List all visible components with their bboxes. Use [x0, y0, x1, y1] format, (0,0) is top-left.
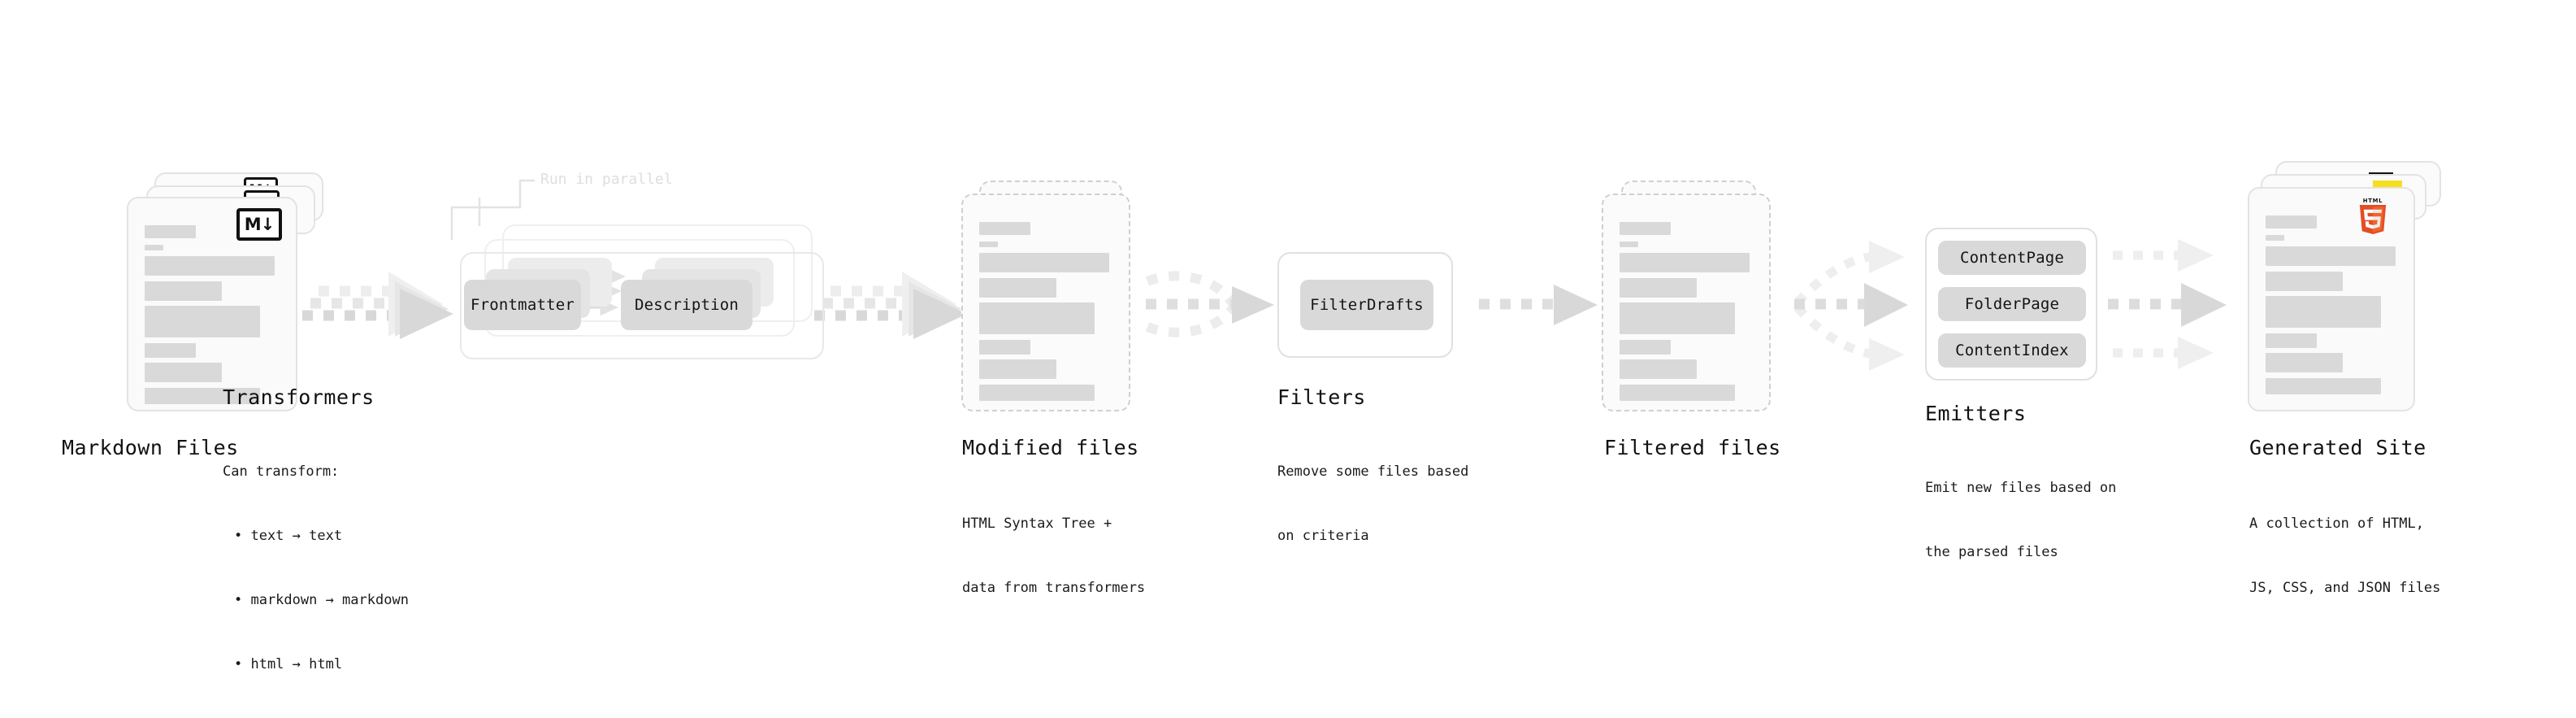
- subtitle-line: A collection of HTML,: [2249, 515, 2424, 532]
- chip-folderpage[interactable]: FolderPage: [1938, 287, 2086, 321]
- flow-filters-to-filtered: [1479, 285, 1598, 325]
- subtitle-line: JS, CSS, and JSON files: [2249, 579, 2441, 596]
- doc-line: [2266, 333, 2317, 348]
- doc-line: [1620, 385, 1735, 401]
- flow-filtered-to-emitters: [1793, 241, 1908, 371]
- chip-contentindex[interactable]: ContentIndex: [1938, 333, 2086, 368]
- doc-line: [979, 253, 1109, 272]
- filtered-file-card-front: [1602, 194, 1771, 411]
- stage-title-filtered-files: Filtered files: [1604, 436, 1781, 459]
- doc-line: [2266, 353, 2343, 372]
- doc-line: [1620, 278, 1697, 298]
- doc-line: [1620, 222, 1671, 235]
- doc-line: [145, 388, 260, 404]
- stage-subtitle-modified-files: HTML Syntax Tree + data from transformer…: [962, 470, 1145, 642]
- stage-title-generated-site: Generated Site: [2249, 436, 2426, 459]
- doc-line: [979, 278, 1056, 298]
- html5-icon: HTML: [2359, 198, 2387, 234]
- doc-line: [2266, 246, 2396, 266]
- doc-line: [979, 222, 1030, 235]
- site-file-card-front: HTML: [2248, 187, 2415, 411]
- subtitle-line: on criteria: [1277, 527, 1369, 544]
- chip-filterdrafts[interactable]: FilterDrafts: [1300, 280, 1433, 330]
- subtitle-line: • markdown → markdown: [234, 591, 409, 608]
- subtitle-line: the parsed files: [1925, 543, 2058, 560]
- subtitle-line: • html → html: [234, 655, 343, 672]
- doc-line: [145, 306, 260, 337]
- stage-title-transformers: Transformers: [223, 385, 375, 409]
- doc-line: [979, 242, 998, 247]
- doc-line: [1620, 253, 1750, 272]
- doc-line: [2266, 235, 2284, 241]
- doc-line: [145, 225, 196, 238]
- doc-line: [979, 359, 1056, 379]
- doc-line: [145, 281, 222, 301]
- markdown-file-card-front: M↓: [127, 197, 297, 411]
- chip-description[interactable]: Description: [621, 280, 752, 330]
- chip-frontmatter[interactable]: Frontmatter: [464, 280, 581, 330]
- flow-transformers-to-modified: [814, 272, 967, 339]
- transformer-box-front-outline: [460, 252, 824, 359]
- chip-contentpage[interactable]: ContentPage: [1938, 241, 2086, 275]
- doc-line: [2266, 215, 2317, 228]
- stage-title-filters: Filters: [1277, 385, 1366, 409]
- stage-title-emitters: Emitters: [1925, 402, 2027, 425]
- subtitle-line: Remove some files based: [1277, 463, 1469, 480]
- subtitle-line: Can transform:: [223, 463, 340, 480]
- run-in-parallel-label: Run in parallel: [540, 171, 673, 188]
- subtitle-line: data from transformers: [962, 579, 1146, 596]
- stage-subtitle-generated-site: A collection of HTML, JS, CSS, and JSON …: [2249, 470, 2440, 642]
- modified-file-card-front: [961, 194, 1130, 411]
- doc-line: [1620, 359, 1697, 379]
- doc-line: [2266, 378, 2381, 394]
- filters-box: FilterDrafts: [1277, 252, 1453, 358]
- doc-line: [979, 340, 1030, 355]
- doc-line: [979, 302, 1095, 334]
- doc-line: [145, 245, 163, 250]
- doc-line: [145, 363, 222, 382]
- stage-title-modified-files: Modified files: [962, 436, 1139, 459]
- subtitle-line: Emit new files based on: [1925, 479, 2117, 496]
- doc-line: [145, 343, 196, 358]
- subtitle-line: • text → text: [234, 527, 343, 544]
- stage-subtitle-filters: Remove some files based on criteria: [1277, 418, 1468, 590]
- flow-markdown-to-transformers: [302, 272, 453, 339]
- stage-title-markdown-files: Markdown Files: [62, 436, 239, 459]
- flow-modified-to-filters: [1145, 271, 1274, 337]
- svg-text:HTML: HTML: [2363, 198, 2383, 204]
- subtitle-line: HTML Syntax Tree +: [962, 515, 1112, 532]
- doc-line: [145, 256, 275, 276]
- doc-line: [1620, 340, 1671, 355]
- emitters-box: ContentPage FolderPage ContentIndex: [1925, 228, 2097, 381]
- doc-line: [1620, 302, 1735, 334]
- stage-subtitle-transformers: Can transform: • text → text • markdown …: [223, 418, 409, 718]
- diagram-canvas: M↓ M↓ M↓ Markdown Files Run in parallel …: [62, 161, 2441, 672]
- doc-line: [2266, 272, 2343, 291]
- stage-subtitle-emitters: Emit new files based on the parsed files: [1925, 434, 2116, 606]
- doc-line: [1620, 242, 1638, 247]
- markdown-badge-front: M↓: [236, 208, 282, 241]
- doc-line: [979, 385, 1095, 401]
- doc-line: [2266, 296, 2381, 328]
- flow-emitters-to-site: [2108, 239, 2227, 369]
